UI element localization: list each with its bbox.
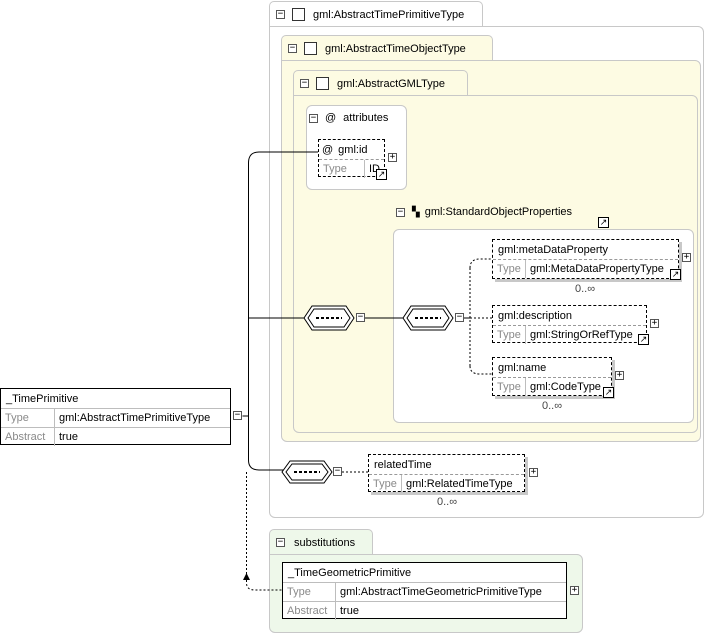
description-name: gml:description	[498, 309, 572, 322]
attributes-label: attributes	[343, 112, 389, 124]
meta-data-property-element[interactable]: gml:metaDataProperty Type gml:MetaDataPr…	[492, 239, 679, 279]
abstract-gml-type-label: gml:AbstractGMLType	[337, 77, 445, 90]
description-type: gml:StringOrRefType	[530, 329, 633, 341]
name-element-type: gml:CodeType	[530, 381, 601, 393]
expand-toggle[interactable]: +	[570, 585, 579, 595]
abstract-key: Abstract	[1, 428, 55, 446]
expand-toggle[interactable]: +	[529, 467, 538, 477]
time-primitive-type: gml:AbstractTimePrimitiveType	[59, 412, 211, 424]
type-key: Type	[493, 326, 526, 344]
gml-id-name: gml:id	[338, 143, 368, 156]
type-key: Type	[493, 260, 526, 278]
collapse-toggle[interactable]: −	[455, 312, 464, 322]
related-time-name: relatedTime	[374, 458, 432, 471]
time-geometric-primitive-type: gml:AbstractTimeGeometricPrimitiveType	[340, 586, 542, 598]
abstract-time-object-type-label: gml:AbstractTimeObjectType	[325, 42, 466, 55]
collapse-toggle[interactable]: −	[396, 206, 405, 217]
group-icon: ▚	[412, 206, 420, 218]
description-element[interactable]: gml:description Type gml:StringOrRefType	[492, 305, 647, 344]
substitutions-tab[interactable]: − substitutions	[269, 529, 373, 555]
time-geometric-primitive-name: _TimeGeometricPrimitive	[288, 566, 412, 579]
collapse-toggle[interactable]: −	[356, 312, 365, 322]
collapse-toggle[interactable]: −	[333, 466, 342, 476]
attribute-at-icon: @	[325, 112, 337, 124]
abstract-gml-type-tab[interactable]: − gml:AbstractGMLType	[293, 70, 468, 96]
collapse-toggle[interactable]: −	[300, 78, 309, 88]
type-key: Type	[493, 378, 526, 396]
abstract-time-object-type-tab[interactable]: − gml:AbstractTimeObjectType	[281, 35, 493, 61]
complex-type-icon	[316, 77, 329, 90]
time-primitive-abstract: true	[59, 431, 78, 443]
name-element-occurrence: 0..∞	[542, 400, 563, 412]
expand-toggle[interactable]: +	[650, 318, 659, 328]
standard-object-properties-header[interactable]: − ▚ gml:StandardObjectProperties	[396, 206, 572, 218]
complex-type-icon	[304, 42, 317, 55]
type-key: Type	[319, 160, 365, 178]
meta-data-property-name: gml:metaDataProperty	[498, 243, 609, 256]
time-geometric-primitive-element[interactable]: _TimeGeometricPrimitive Type gml:Abstrac…	[282, 562, 567, 620]
type-link-icon[interactable]: ↗	[670, 269, 681, 280]
type-link-icon[interactable]: ↗	[598, 217, 609, 228]
type-link-icon[interactable]: ↗	[638, 334, 649, 345]
meta-data-property-type: gml:MetaDataPropertyType	[530, 263, 664, 275]
collapse-toggle[interactable]: −	[288, 43, 297, 53]
type-key: Type	[369, 475, 402, 493]
related-time-element[interactable]: relatedTime Type gml:RelatedTimeType	[368, 454, 525, 493]
expand-toggle[interactable]: +	[388, 152, 397, 162]
type-link-icon[interactable]: ↗	[376, 169, 387, 180]
related-time-type: gml:RelatedTimeType	[406, 478, 513, 490]
name-element[interactable]: gml:name Type gml:CodeType	[492, 357, 612, 396]
type-key: Type	[283, 583, 336, 601]
gml-id-type: ID	[369, 163, 380, 175]
attribute-at-icon: @	[322, 143, 334, 156]
collapse-toggle[interactable]: −	[276, 537, 285, 547]
type-link-icon[interactable]: ↗	[603, 387, 614, 398]
collapse-toggle[interactable]: −	[276, 9, 285, 19]
abstract-time-primitive-type-label: gml:AbstractTimePrimitiveType	[313, 8, 465, 21]
abstract-key: Abstract	[283, 602, 336, 620]
name-element-name: gml:name	[498, 361, 547, 374]
time-geometric-primitive-abstract: true	[340, 605, 359, 617]
time-primitive-element[interactable]: _TimePrimitive Type gml:AbstractTimePrim…	[0, 388, 231, 446]
time-primitive-name: _TimePrimitive	[6, 392, 79, 405]
related-time-occurrence: 0..∞	[437, 496, 458, 508]
collapse-toggle[interactable]: −	[233, 410, 242, 420]
substitutions-label: substitutions	[294, 536, 356, 549]
meta-data-property-occurrence: 0..∞	[575, 283, 596, 295]
expand-toggle[interactable]: +	[615, 370, 624, 380]
standard-object-properties-label: gml:StandardObjectProperties	[424, 206, 573, 218]
expand-toggle[interactable]: +	[682, 252, 691, 262]
complex-type-icon	[292, 8, 305, 21]
abstract-time-primitive-type-tab[interactable]: − gml:AbstractTimePrimitiveType	[269, 1, 483, 27]
gml-id-attribute[interactable]: @ gml:id Type ID	[318, 139, 385, 178]
collapse-toggle[interactable]: −	[309, 112, 318, 123]
type-key: Type	[1, 409, 55, 427]
